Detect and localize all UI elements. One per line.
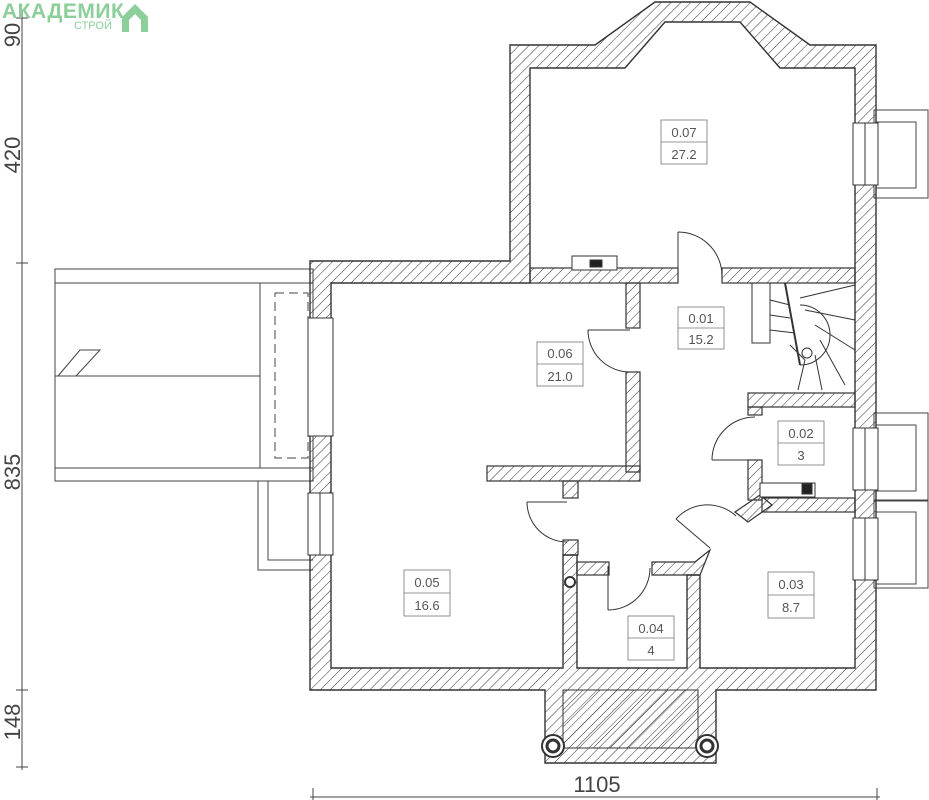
room-label-0-06: 0.06 21.0 [536, 341, 584, 387]
room-area: 21.0 [547, 369, 572, 384]
room-number: 0.03 [778, 577, 803, 592]
left-dimension-line [16, 10, 28, 770]
porch [562, 689, 699, 749]
room-number: 0.02 [788, 426, 813, 441]
room-label-0-03: 0.03 8.7 [767, 571, 815, 619]
room-area: 16.6 [414, 598, 439, 613]
house-icon [122, 4, 148, 32]
room-number: 0.04 [638, 621, 663, 636]
dimension-lower: 148 [0, 704, 25, 741]
dimension-upper: 420 [0, 137, 25, 174]
right-window-boxes [873, 109, 929, 589]
room-number: 0.05 [414, 575, 439, 590]
room-label-0-07: 0.07 27.2 [660, 119, 708, 165]
staircase [751, 282, 856, 391]
porch-columns [541, 734, 719, 758]
vent-blocks [571, 255, 816, 498]
windows [307, 122, 879, 581]
logo-name: АКАДЕМИК [2, 0, 125, 23]
logo: АКАДЕМИК СТРОЙ [0, 0, 160, 40]
dimension-middle: 835 [0, 454, 25, 491]
room-area: 8.7 [782, 600, 800, 615]
carport [54, 268, 314, 571]
room-label-0-02: 0.02 3 [777, 420, 825, 466]
room-label-0-01: 0.01 15.2 [677, 306, 725, 350]
dimension-bottom: 1105 [573, 772, 620, 797]
meter-symbol [564, 576, 576, 588]
room-number: 0.06 [547, 346, 572, 361]
exterior-walls [309, 1, 877, 764]
doors [526, 231, 756, 611]
room-area: 15.2 [688, 332, 713, 347]
dimension-top: 90 [0, 23, 25, 47]
logo-subtitle: СТРОЙ [74, 20, 112, 32]
bottom-dimension-line [310, 788, 880, 800]
room-area: 4 [647, 643, 654, 658]
interior-walls [486, 267, 856, 576]
room-number: 0.07 [671, 125, 696, 140]
room-area: 3 [797, 448, 804, 463]
room-label-0-04: 0.04 4 [627, 615, 675, 661]
room-label-0-05: 0.05 16.6 [403, 569, 451, 617]
room-number: 0.01 [688, 311, 713, 326]
room-area: 27.2 [671, 147, 696, 162]
